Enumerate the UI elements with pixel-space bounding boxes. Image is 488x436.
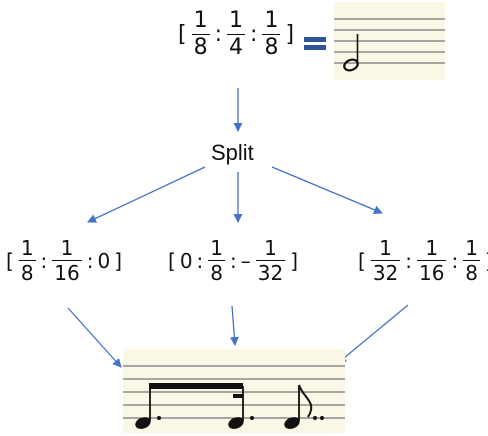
colon: :	[451, 248, 459, 273]
arrow-middle-to-staff	[229, 305, 239, 346]
open-bracket: [	[358, 248, 366, 273]
note-beam	[149, 383, 243, 389]
denominator: 16	[54, 261, 80, 285]
arrow-right-to-staff	[337, 304, 409, 364]
denominator: 8	[465, 261, 478, 285]
numerator: 1	[60, 236, 74, 260]
fraction: 1 8	[18, 236, 36, 285]
open-bracket: [	[168, 248, 176, 273]
denominator: 8	[193, 35, 208, 60]
arrow-split-right	[271, 166, 383, 215]
value: 0	[97, 248, 111, 273]
fraction: 1 16	[417, 236, 447, 285]
close-bracket: ]	[485, 249, 488, 273]
close-bracket: ]	[290, 248, 299, 273]
denominator: 32	[257, 261, 284, 285]
colon: :	[230, 248, 237, 273]
denominator: 8	[20, 261, 34, 285]
numerator: 1	[193, 8, 208, 33]
close-bracket: ]	[285, 22, 295, 47]
note-beam-short	[233, 394, 243, 398]
numerator: 1	[425, 236, 439, 260]
fraction-bar	[370, 260, 401, 261]
minus-sign: –	[240, 248, 251, 273]
arrow-left-to-staff	[67, 307, 122, 368]
denominator: 8	[210, 261, 224, 285]
denominator: 32	[372, 261, 399, 285]
right-ratio-expression: [ 1 32 : 1 16 : 1 8 ]	[356, 236, 488, 285]
fraction-bar	[262, 34, 281, 35]
denominator: 16	[419, 261, 445, 285]
fraction-bar	[463, 260, 480, 261]
numerator: 1	[210, 236, 224, 260]
bottom-staff	[123, 349, 345, 433]
split-label: Split	[211, 140, 254, 165]
fraction: 1 32	[370, 236, 401, 285]
double-dotted-eighth-note	[284, 384, 324, 429]
numerator: 1	[264, 236, 277, 260]
numerator: 1	[20, 236, 34, 260]
fraction-bar	[191, 34, 210, 35]
half-note	[343, 34, 359, 72]
arrow-split-left	[87, 166, 206, 223]
left-ratio-expression: [ 1 8 : 1 16 : 0 ]	[4, 236, 124, 285]
dotted-sixteenth-note	[228, 386, 254, 429]
note-flag	[298, 384, 313, 418]
fraction: 1 16	[52, 236, 82, 285]
fraction-bar	[18, 260, 36, 261]
numerator: 1	[379, 236, 392, 260]
colon: :	[250, 22, 258, 47]
close-bracket: ]	[114, 248, 123, 273]
top-staff	[334, 2, 445, 80]
fraction: 1 4	[227, 8, 246, 61]
value: 0	[179, 248, 193, 273]
denominator: 4	[229, 35, 244, 60]
denominator: 8	[264, 35, 279, 60]
colon: :	[196, 248, 204, 273]
top-ratio-expression: [ 1 8 : 1 4 : 1 8 ]	[176, 8, 296, 61]
numerator: 1	[465, 236, 478, 260]
colon: :	[405, 248, 413, 273]
numerator: 1	[264, 8, 279, 33]
numerator: 1	[229, 8, 244, 33]
colon: :	[86, 248, 94, 273]
fraction: 1 8	[463, 236, 480, 285]
open-bracket: [	[178, 22, 187, 47]
fraction-bar	[227, 34, 246, 35]
middle-ratio-expression: [ 0 : 1 8 : – 1 32 ]	[166, 236, 300, 285]
colon: :	[40, 248, 48, 273]
equals-sign	[304, 37, 326, 50]
fraction: 1 32	[255, 236, 286, 285]
fraction: 1 8	[208, 236, 226, 285]
colon: :	[214, 22, 223, 47]
fraction-bar	[417, 260, 447, 261]
fraction-bar	[208, 260, 226, 261]
fraction-bar	[255, 260, 286, 261]
dotted-eighth-note	[135, 386, 161, 429]
open-bracket: [	[6, 248, 14, 273]
fraction-bar	[52, 260, 82, 261]
fraction: 1 8	[262, 8, 281, 61]
fraction: 1 8	[191, 8, 210, 61]
